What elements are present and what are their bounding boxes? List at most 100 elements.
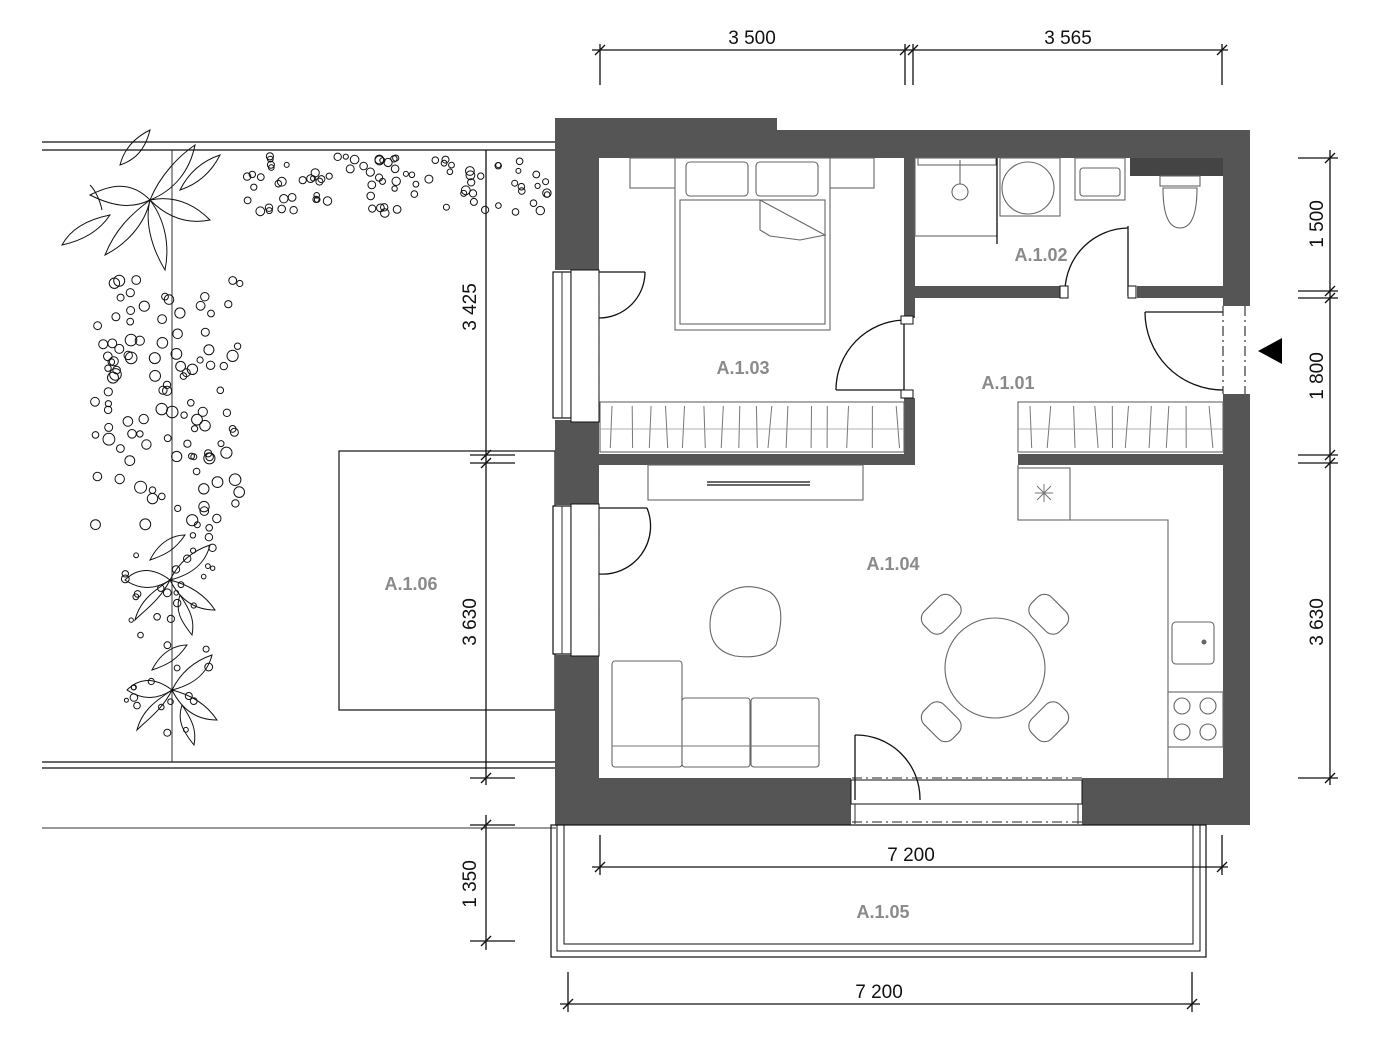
plant-dot	[216, 386, 225, 395]
plant-dot	[163, 641, 172, 650]
bedroom-furniture	[599, 157, 905, 453]
plant-dot	[375, 173, 384, 182]
plant-dot	[276, 176, 287, 187]
plant-dot	[103, 351, 113, 362]
plant-dot	[126, 306, 136, 315]
hanger-line	[720, 405, 724, 449]
wardrobe-ticks	[1018, 405, 1223, 449]
plant-dot	[367, 180, 377, 190]
dim-bottom-width: 7 200	[855, 982, 903, 1003]
plant-dot	[173, 664, 181, 672]
plant-dot	[193, 521, 201, 529]
plant-dot	[203, 344, 215, 356]
plant-dot	[173, 598, 182, 608]
plant-dot	[306, 174, 316, 184]
plant-dot	[511, 179, 519, 187]
plant-dot	[134, 335, 145, 346]
plant-dot	[313, 192, 321, 199]
plant-dot	[109, 368, 122, 381]
plant-dot	[203, 452, 216, 465]
plant-dot	[192, 467, 201, 476]
plant-dot	[205, 524, 213, 532]
plant-dot	[104, 422, 114, 432]
plant-dot	[108, 356, 119, 367]
room-label-bathroom: A.1.02	[1014, 245, 1067, 265]
plant-dot	[200, 573, 207, 580]
entrance-triangle-icon	[1258, 338, 1282, 364]
plant-dot	[279, 194, 289, 204]
plant-dot	[268, 164, 275, 171]
plant-dot	[90, 519, 101, 530]
plant-dot	[141, 439, 152, 450]
plant-dot	[229, 427, 239, 437]
plant-dot	[198, 500, 210, 513]
plant-dot	[366, 191, 376, 201]
hanger-line	[1073, 405, 1076, 449]
plant-dot	[535, 205, 545, 216]
plant-dot	[120, 574, 130, 584]
plant-dot	[133, 590, 142, 598]
plant-dot	[529, 199, 538, 207]
plant-dot	[156, 337, 169, 349]
room-label-entrance: A.1.01	[981, 373, 1034, 393]
plant-dot	[147, 677, 155, 686]
plant-dot	[134, 480, 148, 494]
plant-dot	[180, 411, 188, 419]
plant-dot	[189, 697, 198, 705]
plant-dot	[155, 402, 168, 416]
plant-dot	[315, 177, 324, 186]
plant-dot	[442, 203, 450, 211]
plant-dot	[153, 613, 161, 621]
plant-dot	[345, 164, 355, 174]
plant-dot	[204, 533, 214, 542]
plant-dot	[265, 152, 274, 161]
plant-dot	[312, 195, 320, 203]
hanger-line	[1148, 405, 1152, 449]
plant-dot	[342, 153, 349, 160]
plant-dot	[368, 204, 377, 213]
entrance-wardrobe	[1017, 401, 1224, 453]
plant-dot	[242, 172, 252, 181]
plant-dot	[123, 697, 129, 703]
climbing-plant	[61, 129, 221, 747]
dim-right-entrance: 1 800	[1307, 352, 1328, 400]
plant-dot	[469, 197, 478, 206]
plant-dot	[494, 162, 502, 170]
dim-right-bath: 1 500	[1307, 200, 1328, 248]
plant-dot	[188, 452, 195, 460]
plant-dot	[104, 400, 113, 408]
plant-dot	[424, 174, 434, 184]
plant-dot	[266, 155, 274, 163]
plant-dot	[103, 405, 113, 415]
plant-dot	[231, 499, 240, 508]
hanger-line	[1029, 405, 1033, 449]
plant-dot	[199, 506, 210, 516]
plant-dot	[197, 406, 208, 417]
plant-dot	[107, 338, 118, 349]
plant-dot	[174, 307, 186, 319]
plant-dot	[162, 588, 172, 598]
doors	[598, 226, 1224, 801]
plant-dot	[287, 193, 297, 202]
plant-dot	[196, 356, 204, 364]
plant-dot	[224, 300, 233, 309]
plant-dot	[289, 206, 298, 215]
hanger-line	[648, 405, 652, 449]
wardrobe-ticks	[600, 405, 904, 449]
plant-dot	[210, 565, 216, 571]
dimension-lines	[470, 44, 1338, 1012]
plant-dot	[376, 203, 385, 213]
plant-dot	[542, 178, 550, 186]
plant-dot	[158, 385, 168, 395]
plant-dot	[264, 203, 274, 212]
plant-dot	[233, 486, 245, 498]
plant-dot	[139, 518, 152, 531]
hanger-line	[681, 405, 685, 449]
plant-dot	[431, 156, 440, 164]
plant-dot	[133, 701, 141, 710]
plant-dot	[158, 492, 166, 501]
plant-dot	[460, 185, 471, 196]
plant-dot	[116, 293, 125, 302]
plant-dot	[133, 552, 140, 559]
plant-dot	[189, 532, 197, 539]
